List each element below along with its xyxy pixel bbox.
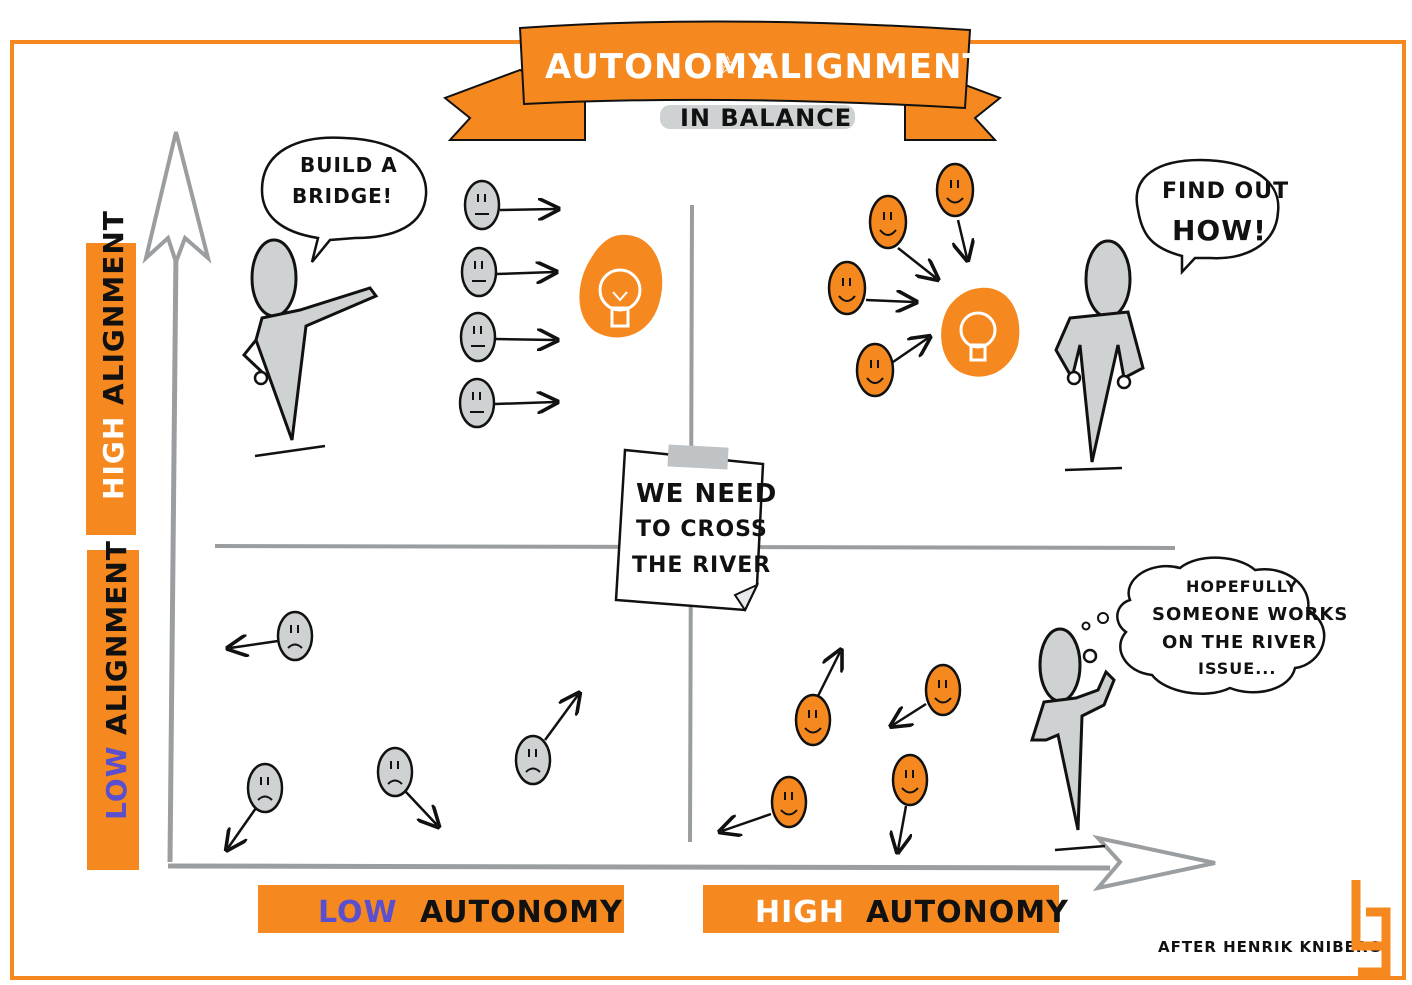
happy-face-icon (827, 260, 914, 316)
happy-face-icon (893, 753, 929, 850)
bubble-bottom-right-line3: ON THE RIVER (1162, 632, 1317, 653)
low-alignment-word: ALIGNMENT (100, 540, 133, 735)
high-alignment-label: HIGH ALIGNMENT (97, 210, 130, 500)
low-alignment-level: LOW (100, 745, 133, 820)
high-autonomy-word: AUTONOMY (866, 895, 1069, 930)
high-autonomy-level: HIGH (755, 895, 845, 930)
happy-face-icon (935, 162, 973, 258)
high-alignment-word: ALIGNMENT (97, 210, 130, 405)
banner-title-left: AUTONOMY (545, 47, 774, 87)
horizontal-axis (167, 834, 1216, 892)
vertical-axis (142, 131, 212, 863)
bubble-top-right-line2: HOW! (1172, 214, 1267, 247)
happy-face-icon (794, 652, 840, 747)
leader-figure-pointing (241, 238, 379, 458)
note-line1: WE NEED (636, 479, 777, 509)
sad-face-icon (228, 762, 284, 848)
aligned-neutral-people (458, 179, 556, 429)
happy-face-icon (868, 194, 936, 278)
title-banner: AUTONOMY ☆ ALIGNMENT IN BALANCE (442, 20, 1003, 141)
neutral-face-icon (460, 246, 554, 298)
sticky-note: WE NEED TO CROSS THE RIVER (614, 444, 777, 613)
happy-face-icon (722, 775, 808, 831)
low-autonomy-level: LOW (318, 895, 398, 930)
bubble-top-left-line2: BRIDGE! (292, 184, 393, 208)
low-alignment-label: LOW ALIGNMENT (100, 540, 133, 820)
sad-face-icon (514, 695, 578, 786)
banner-star: ☆ (716, 51, 740, 81)
sad-face-icon (376, 746, 437, 825)
bubble-bottom-right-line4: ISSUE... (1198, 659, 1276, 678)
note-line2: TO CROSS (636, 517, 768, 542)
unaligned-happy-people (722, 652, 962, 850)
banner-subtitle: IN BALANCE (680, 104, 852, 132)
bubble-top-left-line1: BUILD A (300, 153, 398, 177)
thought-bubble-bottom-right: HOPEFULLY SOMEONE WORKS ON THE RIVER ISS… (1081, 556, 1348, 695)
banner-title-right: ALIGNMENT (752, 47, 987, 87)
high-alignment-label-box (86, 243, 136, 535)
neutral-face-icon (459, 311, 555, 363)
leader-figure-hands-on-hips (1054, 239, 1145, 472)
speech-bubble-top-right: FIND OUT HOW! (1135, 158, 1289, 276)
bg-logo (1351, 880, 1391, 977)
bubble-top-right-line1: FIND OUT (1162, 179, 1289, 204)
aligned-happy-people (827, 162, 973, 398)
low-alignment-label-box (87, 550, 139, 870)
unaligned-sad-people (228, 610, 578, 848)
lightbulb-icon-top-right (941, 287, 1020, 377)
neutral-face-icon (458, 377, 555, 429)
low-autonomy-label-box (258, 885, 624, 933)
lightbulb-icon-top-left (579, 234, 663, 338)
happy-face-icon (893, 663, 962, 725)
low-autonomy-word: AUTONOMY (420, 895, 623, 930)
bubble-bottom-right-line1: HOPEFULLY (1186, 577, 1298, 596)
credit-text: AFTER HENRIK KNIBERG (1158, 938, 1382, 956)
high-autonomy-label-box (703, 885, 1059, 933)
note-line3: THE RIVER (632, 553, 771, 578)
speech-bubble-top-left: BUILD A BRIDGE! (260, 136, 428, 263)
sad-face-icon (230, 610, 314, 662)
bubble-bottom-right-line2: SOMEONE WORKS (1152, 604, 1348, 625)
happy-face-icon (855, 338, 928, 398)
high-alignment-level: HIGH (97, 416, 130, 500)
neutral-face-icon (463, 179, 556, 231)
thinking-figure (1029, 627, 1116, 852)
